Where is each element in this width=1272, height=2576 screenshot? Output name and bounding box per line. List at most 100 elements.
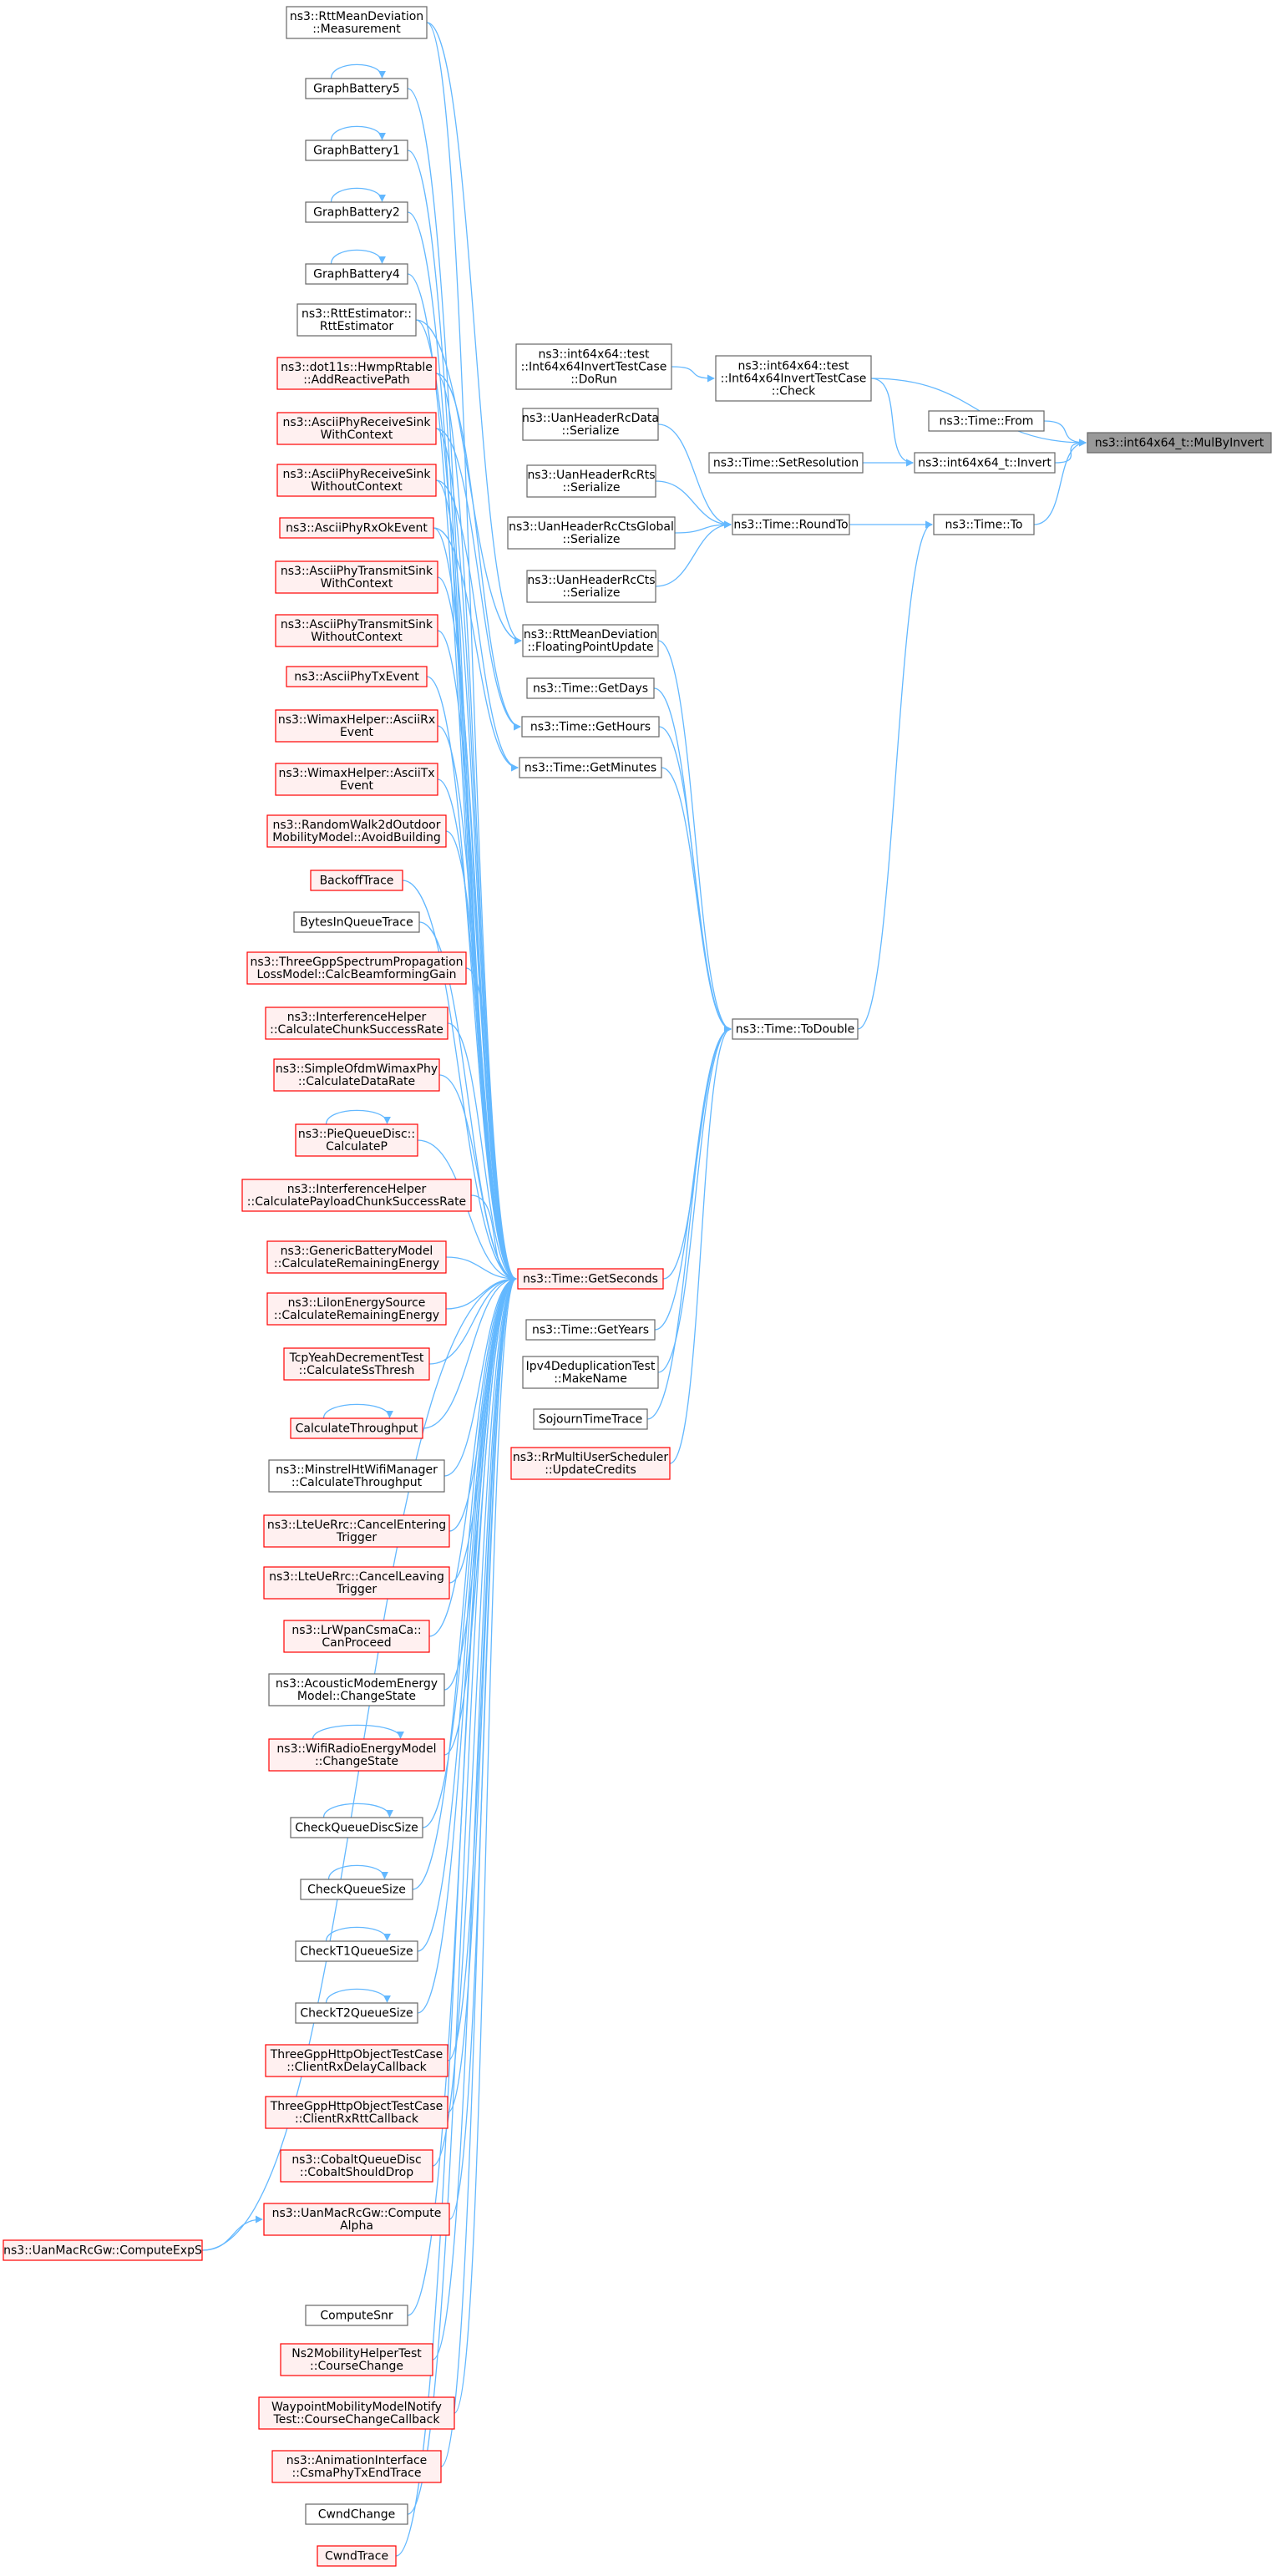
edge-c35-to-c35 bbox=[327, 1864, 388, 1880]
node-n3[interactable]: ns3::int64x64_t::Invert bbox=[914, 452, 1056, 474]
edge-n8-to-n4 bbox=[857, 520, 933, 1030]
node-n16[interactable]: ns3::Time::GetMinutes bbox=[519, 757, 662, 778]
node-label: Event bbox=[340, 779, 374, 793]
node-c27[interactable]: CalculateThroughput bbox=[290, 1417, 423, 1439]
node-box bbox=[266, 1292, 447, 1326]
node-n10[interactable]: ns3::UanHeaderRcRts::Serialize bbox=[526, 464, 656, 498]
node-n4[interactable]: ns3::Time::To bbox=[933, 514, 1035, 535]
node-label: TcpYeahDecrementTest bbox=[289, 1351, 424, 1365]
node-label: ::Serialize bbox=[563, 481, 621, 494]
node-c35[interactable]: CheckQueueSize bbox=[300, 1879, 413, 1900]
node-c16[interactable]: ns3::RandomWalk2dOutdoorMobilityModel::A… bbox=[266, 814, 447, 848]
node-n12[interactable]: ns3::UanHeaderRcCts::Serialize bbox=[526, 570, 656, 603]
node-n14[interactable]: ns3::Time::GetDays bbox=[526, 677, 655, 699]
node-n7[interactable]: ns3::Time::RoundTo bbox=[732, 514, 850, 535]
node-box bbox=[276, 412, 437, 445]
node-c21[interactable]: ns3::SimpleOfdmWimaxPhy::CalculateDataRa… bbox=[273, 1058, 440, 1092]
node-n6[interactable]: ns3::Time::SetResolution bbox=[708, 452, 864, 474]
node-box bbox=[268, 1673, 445, 1706]
node-label: CalculateThroughput bbox=[296, 1422, 418, 1436]
node-c34[interactable]: CheckQueueDiscSize bbox=[290, 1817, 423, 1838]
node-n1[interactable]: ns3::int64x64::test::Int64x64InvertTestC… bbox=[715, 355, 872, 402]
node-label: ns3::InterferenceHelper bbox=[287, 1183, 427, 1196]
node-c47[interactable]: CwndChange bbox=[305, 2503, 408, 2525]
node-c39[interactable]: ThreeGppHttpObjectTestCase::ClientRxRttC… bbox=[265, 2096, 448, 2129]
node-c48[interactable]: CwndTrace bbox=[317, 2545, 397, 2567]
node-n18[interactable]: ns3::Time::GetYears bbox=[525, 1319, 656, 1341]
node-n8[interactable]: ns3::Time::ToDouble bbox=[732, 1018, 859, 1040]
node-c38[interactable]: ThreeGppHttpObjectTestCase::ClientRxDela… bbox=[265, 2044, 448, 2077]
node-n21[interactable]: ns3::RrMultiUserScheduler::UpdateCredits bbox=[510, 1447, 671, 1480]
node-n20[interactable]: SojournTimeTrace bbox=[533, 1408, 648, 1430]
node-c2[interactable]: GraphBattery5 bbox=[305, 78, 408, 99]
node-n15[interactable]: ns3::Time::GetHours bbox=[521, 716, 660, 738]
node-c25[interactable]: ns3::LiIonEnergySource::CalculateRemaini… bbox=[266, 1292, 447, 1326]
node-c32[interactable]: ns3::AcousticModemEnergyModel::ChangeSta… bbox=[268, 1673, 445, 1706]
node-c43[interactable]: ComputeSnr bbox=[305, 2305, 408, 2326]
node-label: ns3::LrWpanCsmaCa:: bbox=[291, 1624, 421, 1637]
edge-c36-to-n17 bbox=[417, 1275, 517, 1952]
node-c22[interactable]: ns3::PieQueueDisc::CalculateP bbox=[295, 1123, 418, 1157]
edge-c6-to-n13 bbox=[415, 319, 522, 645]
node-label: Trigger bbox=[336, 1583, 378, 1596]
node-n5[interactable]: ns3::int64x64::test::Int64x64InvertTestC… bbox=[515, 343, 672, 390]
node-c28[interactable]: ns3::MinstrelHtWifiManager::CalculateThr… bbox=[268, 1459, 445, 1493]
node-n17[interactable]: ns3::Time::GetSeconds bbox=[517, 1268, 664, 1290]
node-n11[interactable]: ns3::UanHeaderRcCtsGlobal::Serialize bbox=[507, 516, 676, 550]
node-c20[interactable]: ns3::InterferenceHelper::CalculateChunkS… bbox=[265, 1007, 448, 1040]
node-c36[interactable]: CheckT1QueueSize bbox=[295, 1940, 418, 1962]
node-c7[interactable]: ns3::dot11s::HwmpRtable::AddReactivePath bbox=[276, 357, 437, 390]
edge-c37-to-c37 bbox=[325, 1988, 391, 2004]
edge-c9-to-n17 bbox=[435, 479, 517, 1283]
node-c26[interactable]: TcpYeahDecrementTest::CalculateSsThresh bbox=[283, 1347, 430, 1381]
node-c13[interactable]: ns3::AsciiPhyTxEvent bbox=[286, 666, 428, 687]
node-n9[interactable]: ns3::UanHeaderRcData::Serialize bbox=[522, 408, 659, 441]
edge-c33-to-c33 bbox=[312, 1724, 404, 1740]
node-box bbox=[305, 2503, 408, 2525]
node-c31[interactable]: ns3::LrWpanCsmaCa::CanProceed bbox=[283, 1620, 430, 1653]
node-c33[interactable]: ns3::WifiRadioEnergyModel::ChangeState bbox=[268, 1738, 445, 1772]
node-box bbox=[517, 1268, 664, 1290]
node-n13[interactable]: ns3::RttMeanDeviation::FloatingPointUpda… bbox=[522, 624, 659, 657]
node-label: ::CourseChange bbox=[310, 2360, 403, 2373]
node-c5[interactable]: GraphBattery4 bbox=[305, 263, 408, 285]
edge-c8-to-n15 bbox=[435, 428, 521, 731]
node-c4[interactable]: GraphBattery2 bbox=[305, 201, 408, 223]
node-c1[interactable]: ns3::RttMeanDeviation::Measurement bbox=[286, 6, 428, 39]
node-c17[interactable]: BackoffTrace bbox=[310, 870, 403, 891]
edge-n2-to-n0 bbox=[1043, 420, 1087, 447]
node-c45[interactable]: WaypointMobilityModelNotifyTest::CourseC… bbox=[258, 2396, 455, 2430]
node-c44[interactable]: Ns2MobilityHelperTest::CourseChange bbox=[280, 2343, 433, 2376]
node-c40[interactable]: ns3::CobaltQueueDisc::CobaltShouldDrop bbox=[280, 2149, 433, 2183]
node-label: ::ChangeState bbox=[315, 1755, 398, 1768]
node-c19[interactable]: ns3::ThreeGppSpectrumPropagationLossMode… bbox=[246, 951, 467, 985]
edge-c27-to-c27 bbox=[322, 1403, 393, 1419]
node-c6[interactable]: ns3::RttEstimator::RttEstimator bbox=[296, 303, 417, 337]
node-label: ns3::Time::SetResolution bbox=[713, 457, 859, 470]
node-c37[interactable]: CheckT2QueueSize bbox=[295, 2002, 418, 2024]
node-box bbox=[286, 6, 428, 39]
node-label: ns3::RrMultiUserScheduler bbox=[513, 1451, 668, 1464]
node-n0[interactable]: ns3::int64x64_t::MulByInvert bbox=[1087, 432, 1272, 454]
node-c46[interactable]: ns3::AnimationInterface::CsmaPhyTxEndTra… bbox=[271, 2450, 442, 2483]
node-n19[interactable]: Ipv4DeduplicationTest::MakeName bbox=[522, 1356, 659, 1389]
node-c42[interactable]: ns3::UanMacRcGw::ComputeExpS bbox=[3, 2239, 203, 2261]
edge-c13-to-n17 bbox=[426, 676, 517, 1283]
node-c23[interactable]: ns3::InterferenceHelper::CalculatePayloa… bbox=[241, 1179, 472, 1212]
node-c3[interactable]: GraphBattery1 bbox=[305, 139, 408, 161]
node-label: CwndTrace bbox=[325, 2550, 388, 2563]
node-c18[interactable]: BytesInQueueTrace bbox=[293, 911, 420, 933]
node-c24[interactable]: ns3::GenericBatteryModel::CalculateRemai… bbox=[266, 1240, 447, 1274]
node-box bbox=[295, 1123, 418, 1157]
node-n2[interactable]: ns3::Time::From bbox=[928, 410, 1045, 432]
node-c10[interactable]: ns3::AsciiPhyRxOkEvent bbox=[279, 517, 434, 539]
